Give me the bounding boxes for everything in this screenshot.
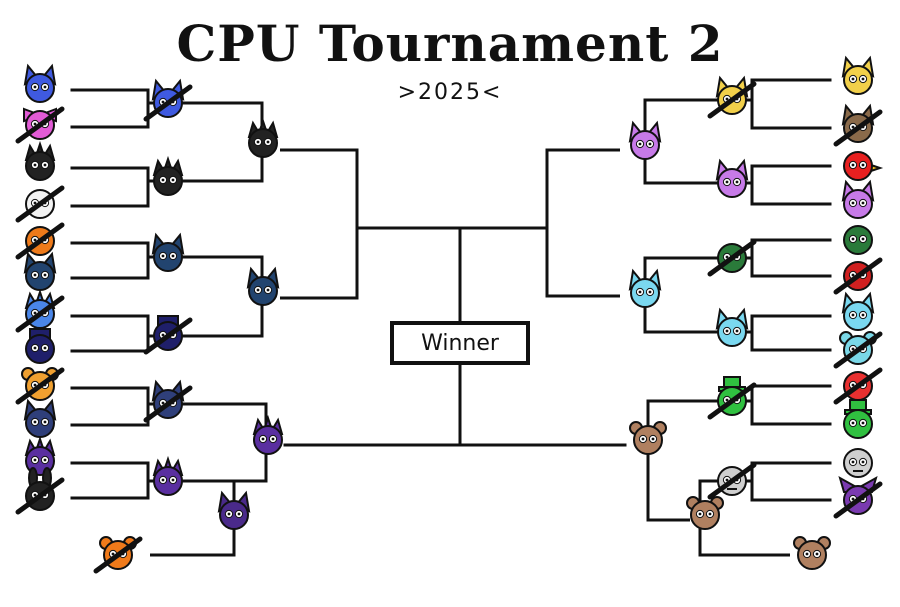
year-text: 2025 bbox=[418, 80, 482, 105]
right-r2-contestant-4 bbox=[715, 307, 749, 347]
left-r1-contestant-12 bbox=[15, 467, 65, 515]
left-r1-contestant-2 bbox=[15, 106, 65, 144]
left-r1-contestant-10 bbox=[23, 398, 57, 438]
left-extra-contestant bbox=[93, 536, 143, 574]
right-r3-contestant-1 bbox=[628, 120, 662, 160]
year-deco-right: < bbox=[482, 80, 503, 105]
year-deco-left: > bbox=[397, 80, 418, 105]
right-r1-contestant-4 bbox=[841, 179, 875, 219]
left-r1-contestant-7 bbox=[15, 288, 65, 333]
right-r2-contestant-3 bbox=[707, 239, 757, 277]
left-r2-contestant-6 bbox=[152, 455, 184, 496]
left-r1-contestant-5 bbox=[15, 222, 65, 260]
winner-box: Winner bbox=[390, 321, 530, 365]
year-label: >2025< bbox=[0, 80, 900, 105]
right-extra-contestant bbox=[793, 536, 831, 570]
left-r3-contestant-2 bbox=[246, 266, 280, 306]
left-r2-contestant-1 bbox=[143, 78, 193, 122]
winner-label: Winner bbox=[421, 330, 499, 356]
right-r1-contestant-3 bbox=[843, 151, 884, 181]
right-r1-contestant-2 bbox=[833, 103, 883, 147]
right-r2-contestant-1 bbox=[707, 75, 757, 119]
left-r1-contestant-4 bbox=[15, 185, 65, 223]
right-r3-contestant-4 bbox=[686, 496, 724, 530]
right-r1-contestant-6 bbox=[833, 257, 883, 295]
right-r1-contestant-12 bbox=[833, 475, 883, 519]
left-r2-contestant-3 bbox=[151, 232, 185, 272]
left-r2-contestant-5 bbox=[143, 379, 193, 423]
left-r1-contestant-9 bbox=[15, 367, 65, 405]
right-r3-join bbox=[545, 148, 620, 298]
left-r2-contestant-4 bbox=[143, 315, 193, 355]
page-title: CPU Tournament 2 bbox=[176, 14, 724, 73]
left-r1-contestant-1 bbox=[23, 63, 57, 103]
right-r1-contestant-7 bbox=[841, 291, 875, 331]
right-r1-contestant-9 bbox=[833, 367, 883, 405]
left-r1-contestant-3 bbox=[24, 140, 56, 181]
right-r1-contestant-11 bbox=[843, 448, 873, 478]
right-r1-contestant-1 bbox=[841, 55, 875, 95]
right-r3-contestant-3 bbox=[629, 421, 667, 455]
left-r1-contestant-6 bbox=[23, 251, 57, 291]
right-r2-contestant-6 bbox=[707, 462, 757, 500]
right-r2-join bbox=[646, 399, 712, 522]
left-r2-contestant-2 bbox=[152, 155, 184, 196]
left-r3-contestant-1 bbox=[247, 117, 279, 158]
right-r2-contestant-5 bbox=[707, 376, 757, 420]
right-r2-contestant-2 bbox=[715, 158, 749, 198]
left-r3-contestant-4 bbox=[217, 490, 251, 530]
left-r3-contestant-3 bbox=[252, 414, 284, 455]
right-r1-contestant-8 bbox=[833, 331, 883, 369]
left-r3-join bbox=[280, 148, 359, 300]
right-r1-contestant-10 bbox=[843, 399, 873, 439]
left-r1-contestant-8 bbox=[25, 328, 55, 364]
right-r1-contestant-5 bbox=[843, 225, 873, 255]
right-r3-contestant-2 bbox=[628, 268, 662, 308]
